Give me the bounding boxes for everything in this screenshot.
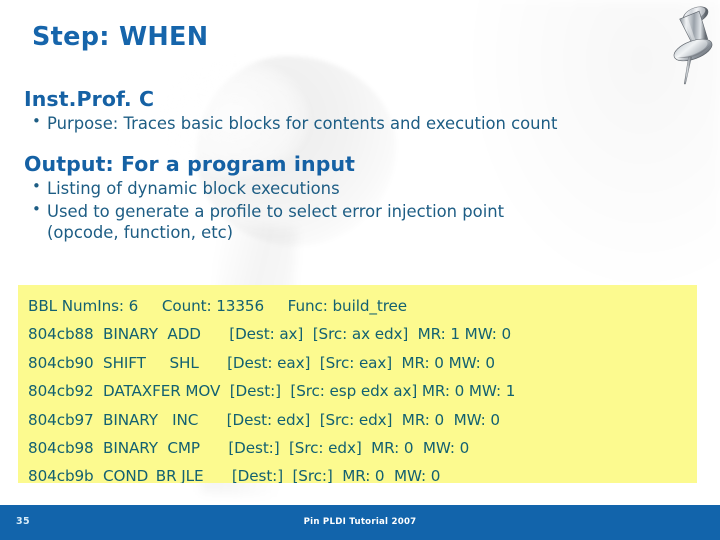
code-line: 804cb90 SHIFT SHL [Dest: eax] [Src: eax]… [28,353,495,372]
code-line: 804cb88 BINARY ADD [Dest: ax] [Src: ax e… [28,325,512,344]
list-item: Listing of dynamic block executions [24,177,704,200]
code-line: 804cb97 BINARY INC [Dest: edx] [Src: edx… [28,410,500,429]
list-item: Purpose: Traces basic blocks for content… [24,112,704,135]
bullet-list-output: Listing of dynamic block executions Used… [24,177,704,245]
footer-bar: 35 Pin PLDI Tutorial 2007 [0,505,720,540]
bullet-text: Purpose: Traces basic blocks for content… [47,113,558,133]
page-number: 35 [16,516,31,527]
code-output-block: BBL NumIns: 6 Count: 13356 Func: build_t… [18,285,697,483]
section-heading-instprof: Inst.Prof. C [24,87,155,111]
bullet-text: Used to generate a profile to select err… [47,201,505,221]
pushpin-icon [663,2,719,86]
slide-body: Inst.Prof. C Purpose: Traces basic block… [24,88,704,245]
code-line: 804cb92 DATAXFER MOV [Dest:] [Src: esp e… [28,382,516,401]
bullet-text: Listing of dynamic block executions [47,178,340,198]
code-line: 804cb9b COND_BR JLE [Dest:] [Src:] MR: 0… [28,467,441,483]
section-heading-output: Output: For a program input [24,151,356,176]
list-item: Used to generate a profile to select err… [24,200,704,245]
footer-title: Pin PLDI Tutorial 2007 [303,517,417,527]
bullet-list-instprof: Purpose: Traces basic blocks for content… [24,112,704,135]
bullet-text-continuation: (opcode, function, etc) [47,223,234,243]
page-title: Step: WHEN [32,22,209,52]
code-line: 804cb98 BINARY CMP [Dest:] [Src: edx] MR… [28,438,470,457]
code-line: BBL NumIns: 6 Count: 13356 Func: build_t… [28,297,408,315]
